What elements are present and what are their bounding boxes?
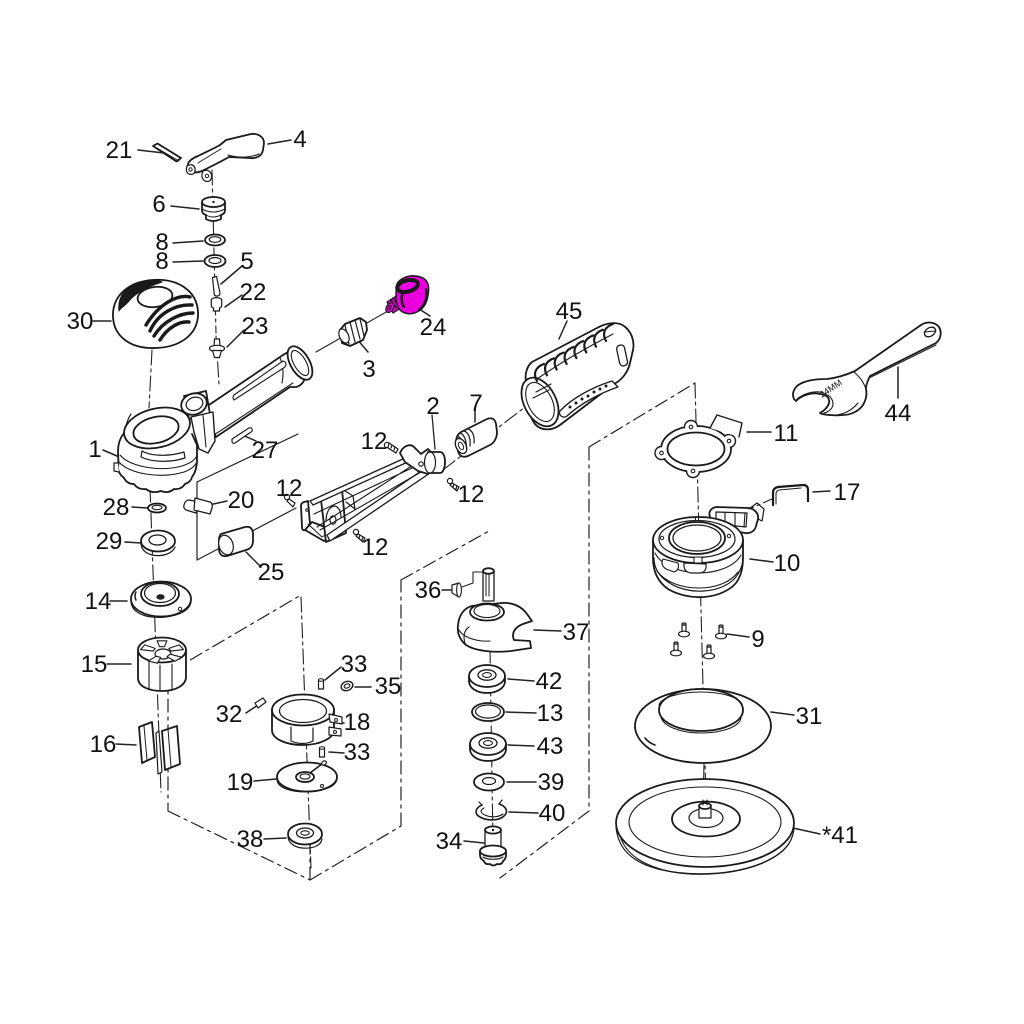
svg-text:22: 22 <box>240 279 267 306</box>
svg-text:10: 10 <box>774 550 801 577</box>
svg-text:40: 40 <box>539 800 566 827</box>
svg-text:11: 11 <box>774 420 799 447</box>
svg-text:36: 36 <box>415 577 442 604</box>
svg-text:*41: *41 <box>822 822 858 849</box>
svg-text:18: 18 <box>344 709 371 736</box>
svg-text:5: 5 <box>240 248 253 275</box>
svg-text:20: 20 <box>228 487 255 514</box>
svg-text:16: 16 <box>90 731 117 758</box>
svg-text:13: 13 <box>537 700 564 727</box>
svg-text:25: 25 <box>258 559 285 586</box>
svg-text:12: 12 <box>361 428 388 455</box>
svg-text:2: 2 <box>426 393 439 420</box>
svg-text:12: 12 <box>276 475 303 502</box>
svg-text:32: 32 <box>216 701 243 728</box>
svg-text:33: 33 <box>341 651 368 678</box>
svg-text:17: 17 <box>834 479 861 506</box>
svg-text:8: 8 <box>155 229 168 256</box>
svg-text:7: 7 <box>469 390 482 417</box>
svg-text:35: 35 <box>375 673 402 700</box>
svg-text:1: 1 <box>88 436 101 463</box>
svg-text:45: 45 <box>556 298 583 325</box>
svg-text:12: 12 <box>458 481 485 508</box>
svg-text:3: 3 <box>362 356 375 383</box>
svg-text:28: 28 <box>103 494 130 521</box>
svg-text:12: 12 <box>362 534 389 561</box>
svg-text:43: 43 <box>537 733 564 760</box>
svg-text:31: 31 <box>796 703 823 730</box>
svg-text:29: 29 <box>96 528 123 555</box>
svg-text:33: 33 <box>344 739 371 766</box>
svg-text:27: 27 <box>252 437 279 464</box>
svg-text:42: 42 <box>536 668 563 695</box>
svg-text:19: 19 <box>227 769 254 796</box>
svg-text:34: 34 <box>436 828 463 855</box>
svg-text:39: 39 <box>538 769 565 796</box>
svg-text:24: 24 <box>420 314 447 341</box>
svg-text:44: 44 <box>885 400 912 427</box>
svg-text:6: 6 <box>152 191 165 218</box>
svg-text:14: 14 <box>85 588 112 615</box>
svg-text:37: 37 <box>563 619 590 646</box>
svg-text:38: 38 <box>237 826 264 853</box>
svg-text:21: 21 <box>106 137 133 164</box>
svg-text:8: 8 <box>155 248 168 275</box>
svg-text:23: 23 <box>242 313 269 340</box>
svg-text:9: 9 <box>751 626 764 653</box>
svg-text:4: 4 <box>293 126 306 153</box>
svg-text:30: 30 <box>67 308 94 335</box>
svg-text:15: 15 <box>81 651 108 678</box>
